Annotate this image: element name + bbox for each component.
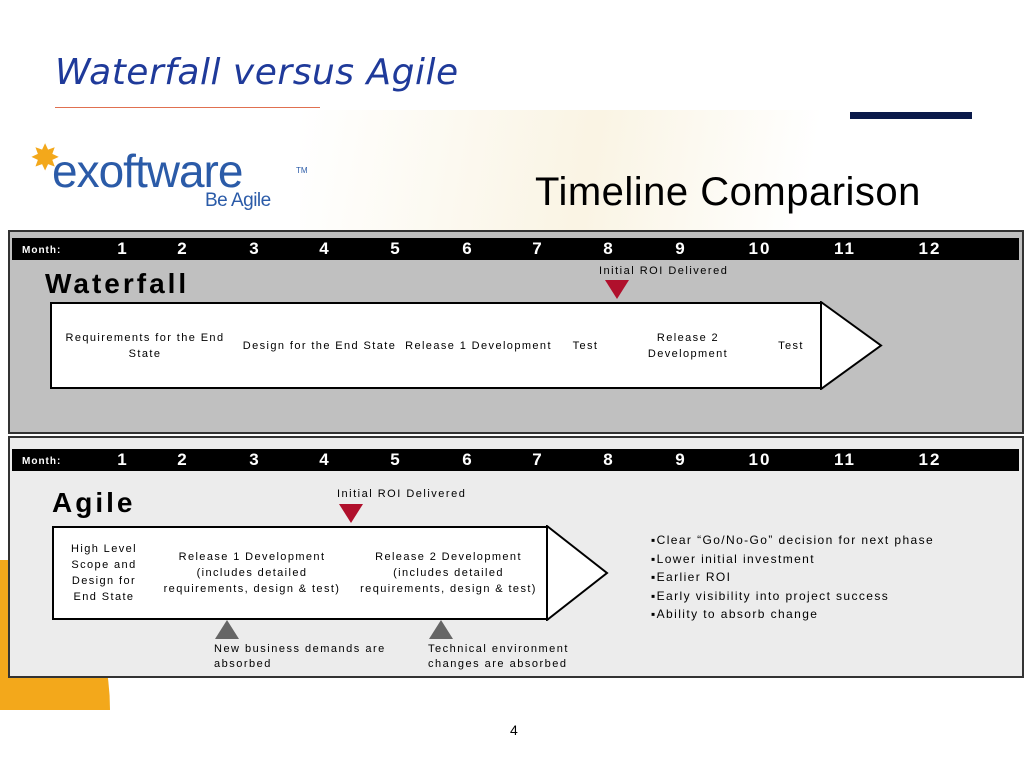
benefit-item: Early visibility into project success — [651, 587, 934, 606]
month-number: 3 — [249, 239, 261, 258]
benefit-item: Earlier ROI — [651, 568, 934, 587]
logo-star-icon: ✸ — [30, 137, 61, 178]
month-number: 10 — [748, 239, 772, 258]
month-number: 7 — [532, 450, 544, 469]
waterfall-phase-test1: Test — [556, 302, 617, 389]
benefit-item: Lower initial investment — [651, 550, 934, 569]
background-decoration — [300, 110, 1024, 240]
month-number: 1 — [117, 450, 129, 469]
waterfall-arrow-head-icon — [820, 301, 883, 390]
month-number: 5 — [390, 450, 402, 469]
month-number: 8 — [603, 450, 615, 469]
agile-benefits-list: Clear “Go/No-Go” decision for next phase… — [651, 531, 934, 624]
waterfall-roi-label: Initial ROI Delivered — [599, 265, 729, 277]
agile-month-bar: Month: 1 2 3 4 5 6 7 8 9 10 11 12 — [12, 449, 1019, 471]
month-number: 2 — [177, 239, 189, 258]
agile-roi-label: Initial ROI Delivered — [337, 488, 467, 500]
waterfall-phase-release1: Release 1 Development — [401, 302, 558, 389]
month-number: 2 — [177, 450, 189, 469]
agile-phase-scope: High Level Scope and Design for End Stat… — [52, 526, 156, 620]
waterfall-phase-design: Design for the End State — [238, 302, 403, 389]
month-label: Month: — [22, 245, 62, 256]
benefit-item: Ability to absorb change — [651, 605, 934, 624]
agile-arrow-head-icon — [546, 525, 609, 621]
timeline-title: Timeline Comparison — [535, 170, 921, 214]
waterfall-month-bar: Month: 1 2 3 4 5 6 7 8 9 10 11 12 — [12, 238, 1019, 260]
month-number: 7 — [532, 239, 544, 258]
month-label: Month: — [22, 456, 62, 467]
logo-tagline: Be Agile — [205, 190, 271, 211]
waterfall-phase-requirements: Requirements for the End State — [50, 302, 240, 389]
logo-wordmark: exoftware — [52, 145, 243, 197]
month-number: 11 — [834, 239, 856, 258]
month-number: 1 — [117, 239, 129, 258]
business-change-note: New business demands are absorbed — [214, 643, 386, 670]
month-number: 4 — [319, 450, 331, 469]
month-number: 6 — [462, 239, 474, 258]
tech-change-note: Technical environment changes are absorb… — [428, 643, 569, 670]
waterfall-roi-marker-icon — [605, 280, 629, 299]
benefit-item: Clear “Go/No-Go” decision for next phase — [651, 531, 934, 550]
slide-title: Waterfall versus Agile — [55, 52, 459, 93]
month-number: 5 — [390, 239, 402, 258]
month-number: 11 — [834, 450, 856, 469]
month-number: 8 — [603, 239, 615, 258]
logo-trademark: TM — [296, 166, 308, 175]
waterfall-title: Waterfall — [45, 268, 190, 299]
corner-accent-bar — [850, 112, 972, 119]
page-number: 4 — [510, 722, 518, 738]
title-underline — [55, 107, 320, 108]
month-number: 12 — [918, 239, 942, 258]
waterfall-phase-release2: Release 2 Development — [615, 302, 763, 389]
agile-title: Agile — [52, 487, 136, 518]
month-number: 12 — [918, 450, 942, 469]
month-number: 6 — [462, 450, 474, 469]
agile-roi-marker-icon — [339, 504, 363, 523]
agile-phase-release1: Release 1 Development (includes detailed… — [154, 526, 352, 620]
month-number: 3 — [249, 450, 261, 469]
month-number: 10 — [748, 450, 772, 469]
tech-change-marker-icon — [429, 620, 453, 639]
business-change-marker-icon — [215, 620, 239, 639]
month-number: 9 — [675, 239, 687, 258]
waterfall-phase-test2: Test — [761, 302, 823, 389]
agile-phase-release2: Release 2 Development (includes detailed… — [350, 526, 549, 620]
month-number: 9 — [675, 450, 687, 469]
month-number: 4 — [319, 239, 331, 258]
